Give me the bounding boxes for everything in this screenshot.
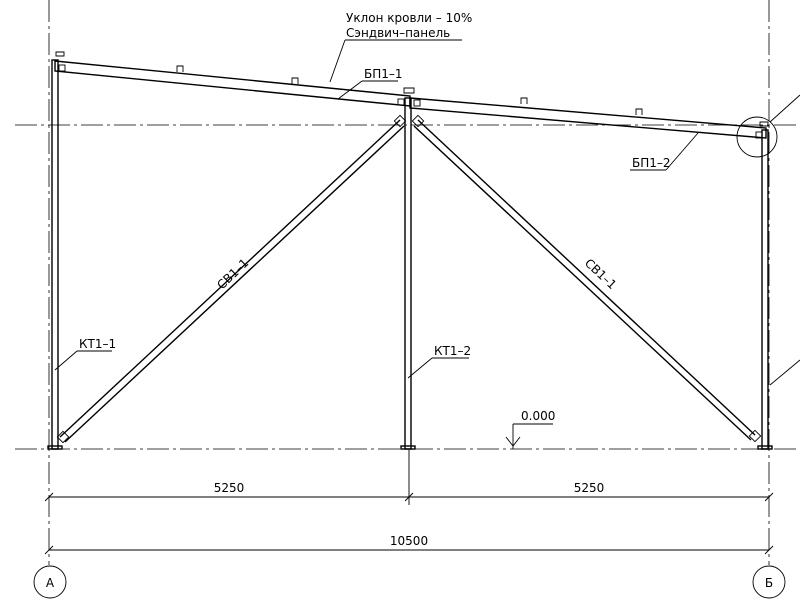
leaders bbox=[54, 39, 800, 449]
grid-lines bbox=[15, 0, 800, 565]
beam-label-left: БП1–1 bbox=[364, 67, 403, 81]
brace-label-right: СВ1–1 bbox=[582, 256, 619, 292]
columns bbox=[47, 59, 773, 450]
detail-callout-circle bbox=[736, 116, 778, 158]
dimension-right-span: 5250 bbox=[574, 481, 605, 495]
dimension-lines bbox=[44, 450, 774, 555]
axis-bubble-right bbox=[752, 565, 786, 599]
beam-label-right: БП1–2 bbox=[632, 156, 671, 170]
dimension-total: 10500 bbox=[390, 534, 428, 548]
roof-slope-note: Уклон кровли – 10% bbox=[346, 11, 472, 25]
axis-label-left: А bbox=[46, 576, 55, 590]
braces bbox=[56, 114, 762, 444]
sandwich-panel-note: Сэндвич–панель bbox=[346, 26, 450, 40]
dimension-left-span: 5250 bbox=[214, 481, 245, 495]
column-label-middle: КТ1–2 bbox=[434, 344, 471, 358]
axis-label-right: Б bbox=[765, 576, 773, 590]
column-label-left: КТ1–1 bbox=[79, 337, 116, 351]
roof-beams bbox=[54, 51, 769, 139]
axis-bubble-left bbox=[33, 565, 67, 599]
level-mark: 0.000 bbox=[521, 409, 555, 423]
